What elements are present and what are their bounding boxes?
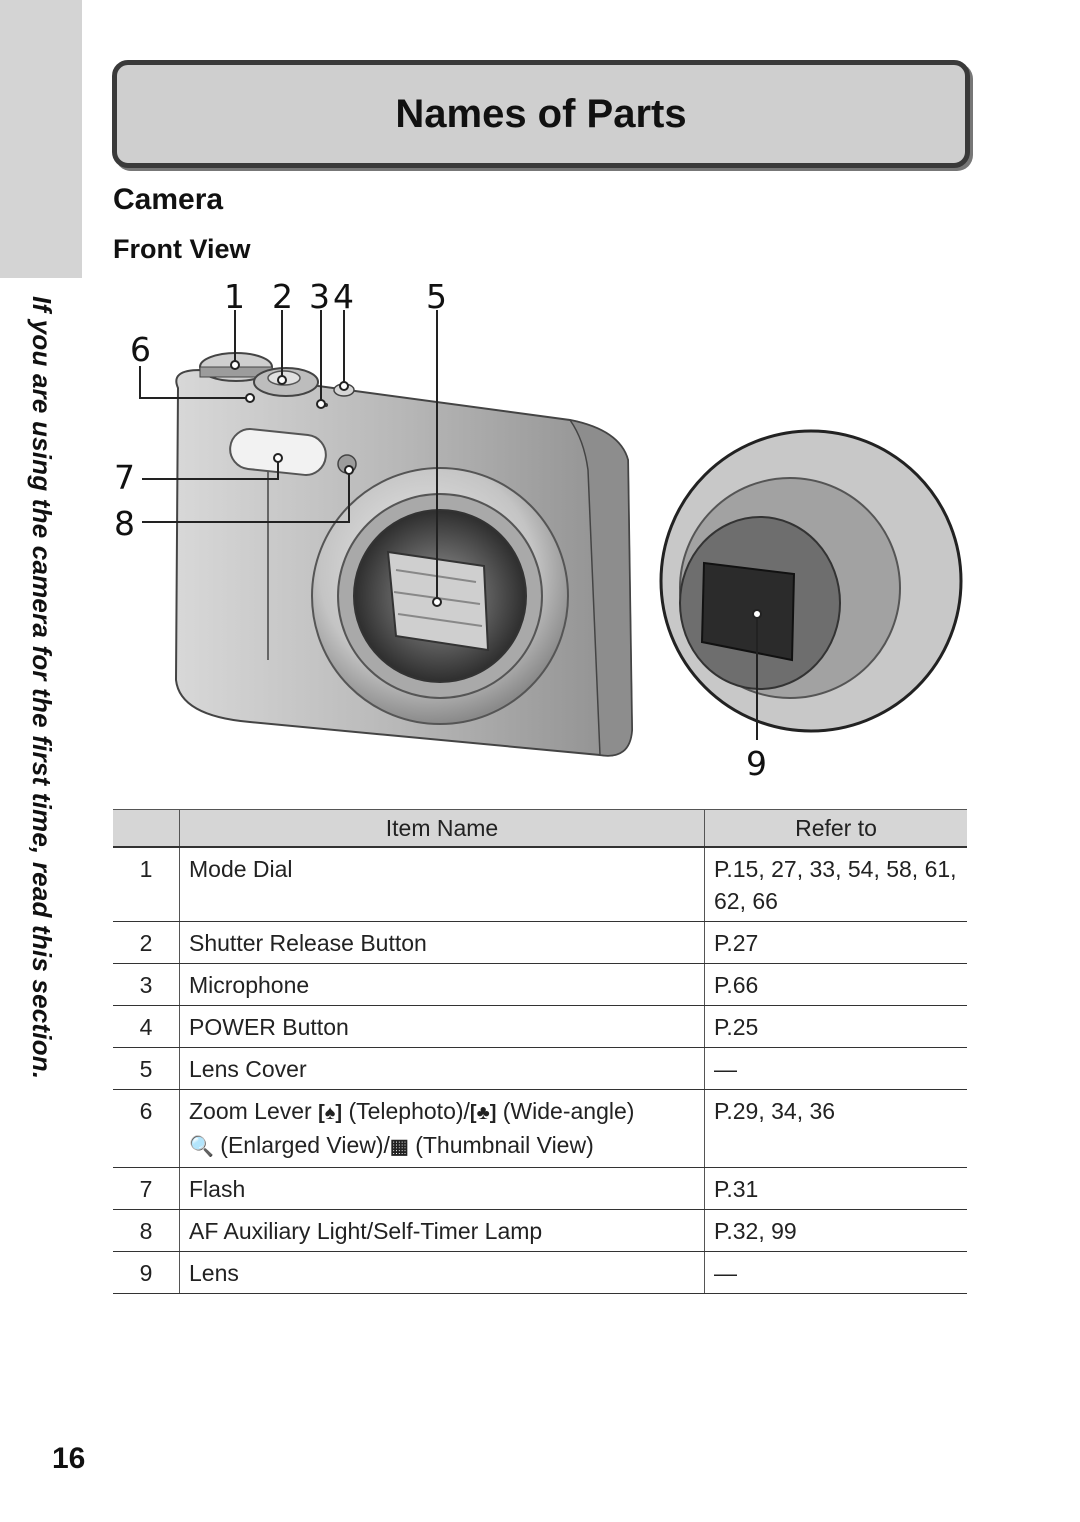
page-title: Names of Parts [395, 91, 687, 136]
row-number: 5 [113, 1047, 180, 1090]
callout-6: 6 [130, 330, 151, 369]
table-row: 4 POWER Button P.25 [113, 1005, 967, 1048]
table-row: 2 Shutter Release Button P.27 [113, 921, 967, 964]
row-reference: — [704, 1047, 967, 1090]
row-number: 1 [113, 847, 180, 922]
callout-2: 2 [272, 277, 293, 316]
callout-5: 5 [426, 277, 447, 316]
subsection-title: Front View [113, 234, 251, 264]
header-number [113, 809, 180, 848]
parts-table: Item Name Refer to 1 Mode Dial P.15, 27,… [113, 809, 967, 1294]
row-item-name: POWER Button [179, 1005, 705, 1048]
callout-7: 7 [114, 458, 135, 497]
table-row: 3 Microphone P.66 [113, 963, 967, 1006]
row-number: 8 [113, 1209, 180, 1252]
table-row: 1 Mode Dial P.15, 27, 33, 54, 58, 61, 62… [113, 847, 967, 922]
row-item-name: Zoom Lever [♠] (Telephoto)/[♣] (Wide-ang… [179, 1089, 705, 1168]
table-row: 9 Lens — [113, 1251, 967, 1294]
row-number: 7 [113, 1167, 180, 1210]
header-refer-to: Refer to [704, 809, 967, 848]
row-reference: P.66 [704, 963, 967, 1006]
camera-front-view-illustration: 1 2 3 4 5 6 7 8 9 [114, 277, 963, 783]
row-number: 9 [113, 1251, 180, 1294]
telephoto-icon: [♠] [318, 1102, 343, 1124]
table-row: 8 AF Auxiliary Light/Self-Timer Lamp P.3… [113, 1209, 967, 1252]
page-number: 16 [52, 1442, 86, 1475]
callout-1: 1 [224, 277, 245, 316]
row-reference: P.31 [704, 1167, 967, 1210]
row-number: 4 [113, 1005, 180, 1048]
callout-8: 8 [114, 504, 135, 543]
row-reference: — [704, 1251, 967, 1294]
callout-3: 3 [309, 277, 330, 316]
row-reference: P.25 [704, 1005, 967, 1048]
row-item-name: Shutter Release Button [179, 921, 705, 964]
row-number: 6 [113, 1089, 180, 1168]
flash-graphic [229, 428, 327, 476]
row-item-name: Lens [179, 1251, 705, 1294]
table-row: 5 Lens Cover — [113, 1047, 967, 1090]
table-row: 7 Flash P.31 [113, 1167, 967, 1210]
lens-inset-graphic [659, 429, 963, 733]
zoom-lever-label: Zoom Lever [189, 1098, 312, 1124]
magnifier-icon: 🔍 [189, 1136, 214, 1158]
callout-9: 9 [746, 744, 767, 783]
row-reference: P.32, 99 [704, 1209, 967, 1252]
row-number: 3 [113, 963, 180, 1006]
header-item-name: Item Name [179, 809, 705, 848]
row-item-name: AF Auxiliary Light/Self-Timer Lamp [179, 1209, 705, 1252]
row-item-name: Microphone [179, 963, 705, 1006]
callout-4: 4 [333, 277, 354, 316]
page-title-box: Names of Parts [112, 60, 970, 168]
section-title: Camera [113, 183, 224, 216]
table-row: 6 Zoom Lever [♠] (Telephoto)/[♣] (Wide-a… [113, 1089, 967, 1168]
row-item-name: Flash [179, 1167, 705, 1210]
telephoto-label: (Telephoto)/ [348, 1098, 470, 1124]
wide-angle-label: (Wide-angle) [502, 1098, 635, 1124]
row-item-name: Lens Cover [179, 1047, 705, 1090]
lens-assembly-graphic [311, 467, 569, 725]
side-tab-caption: If you are using the camera for the firs… [27, 296, 57, 1080]
row-reference: P.29, 34, 36 [704, 1089, 967, 1168]
callout-dots [230, 360, 762, 619]
table-header-row: Item Name Refer to [113, 809, 967, 848]
callout-lines [139, 310, 758, 740]
thumbnail-icon: ▦ [389, 1136, 409, 1158]
row-reference: P.27 [704, 921, 967, 964]
section-side-tab [0, 0, 82, 278]
row-reference: P.15, 27, 33, 54, 58, 61, 62, 66 [704, 847, 967, 922]
wide-angle-icon: [♣] [469, 1102, 497, 1124]
enlarged-view-label: (Enlarged View)/ [220, 1132, 390, 1158]
row-number: 2 [113, 921, 180, 964]
row-item-name: Mode Dial [179, 847, 705, 922]
thumbnail-view-label: (Thumbnail View) [415, 1132, 594, 1158]
